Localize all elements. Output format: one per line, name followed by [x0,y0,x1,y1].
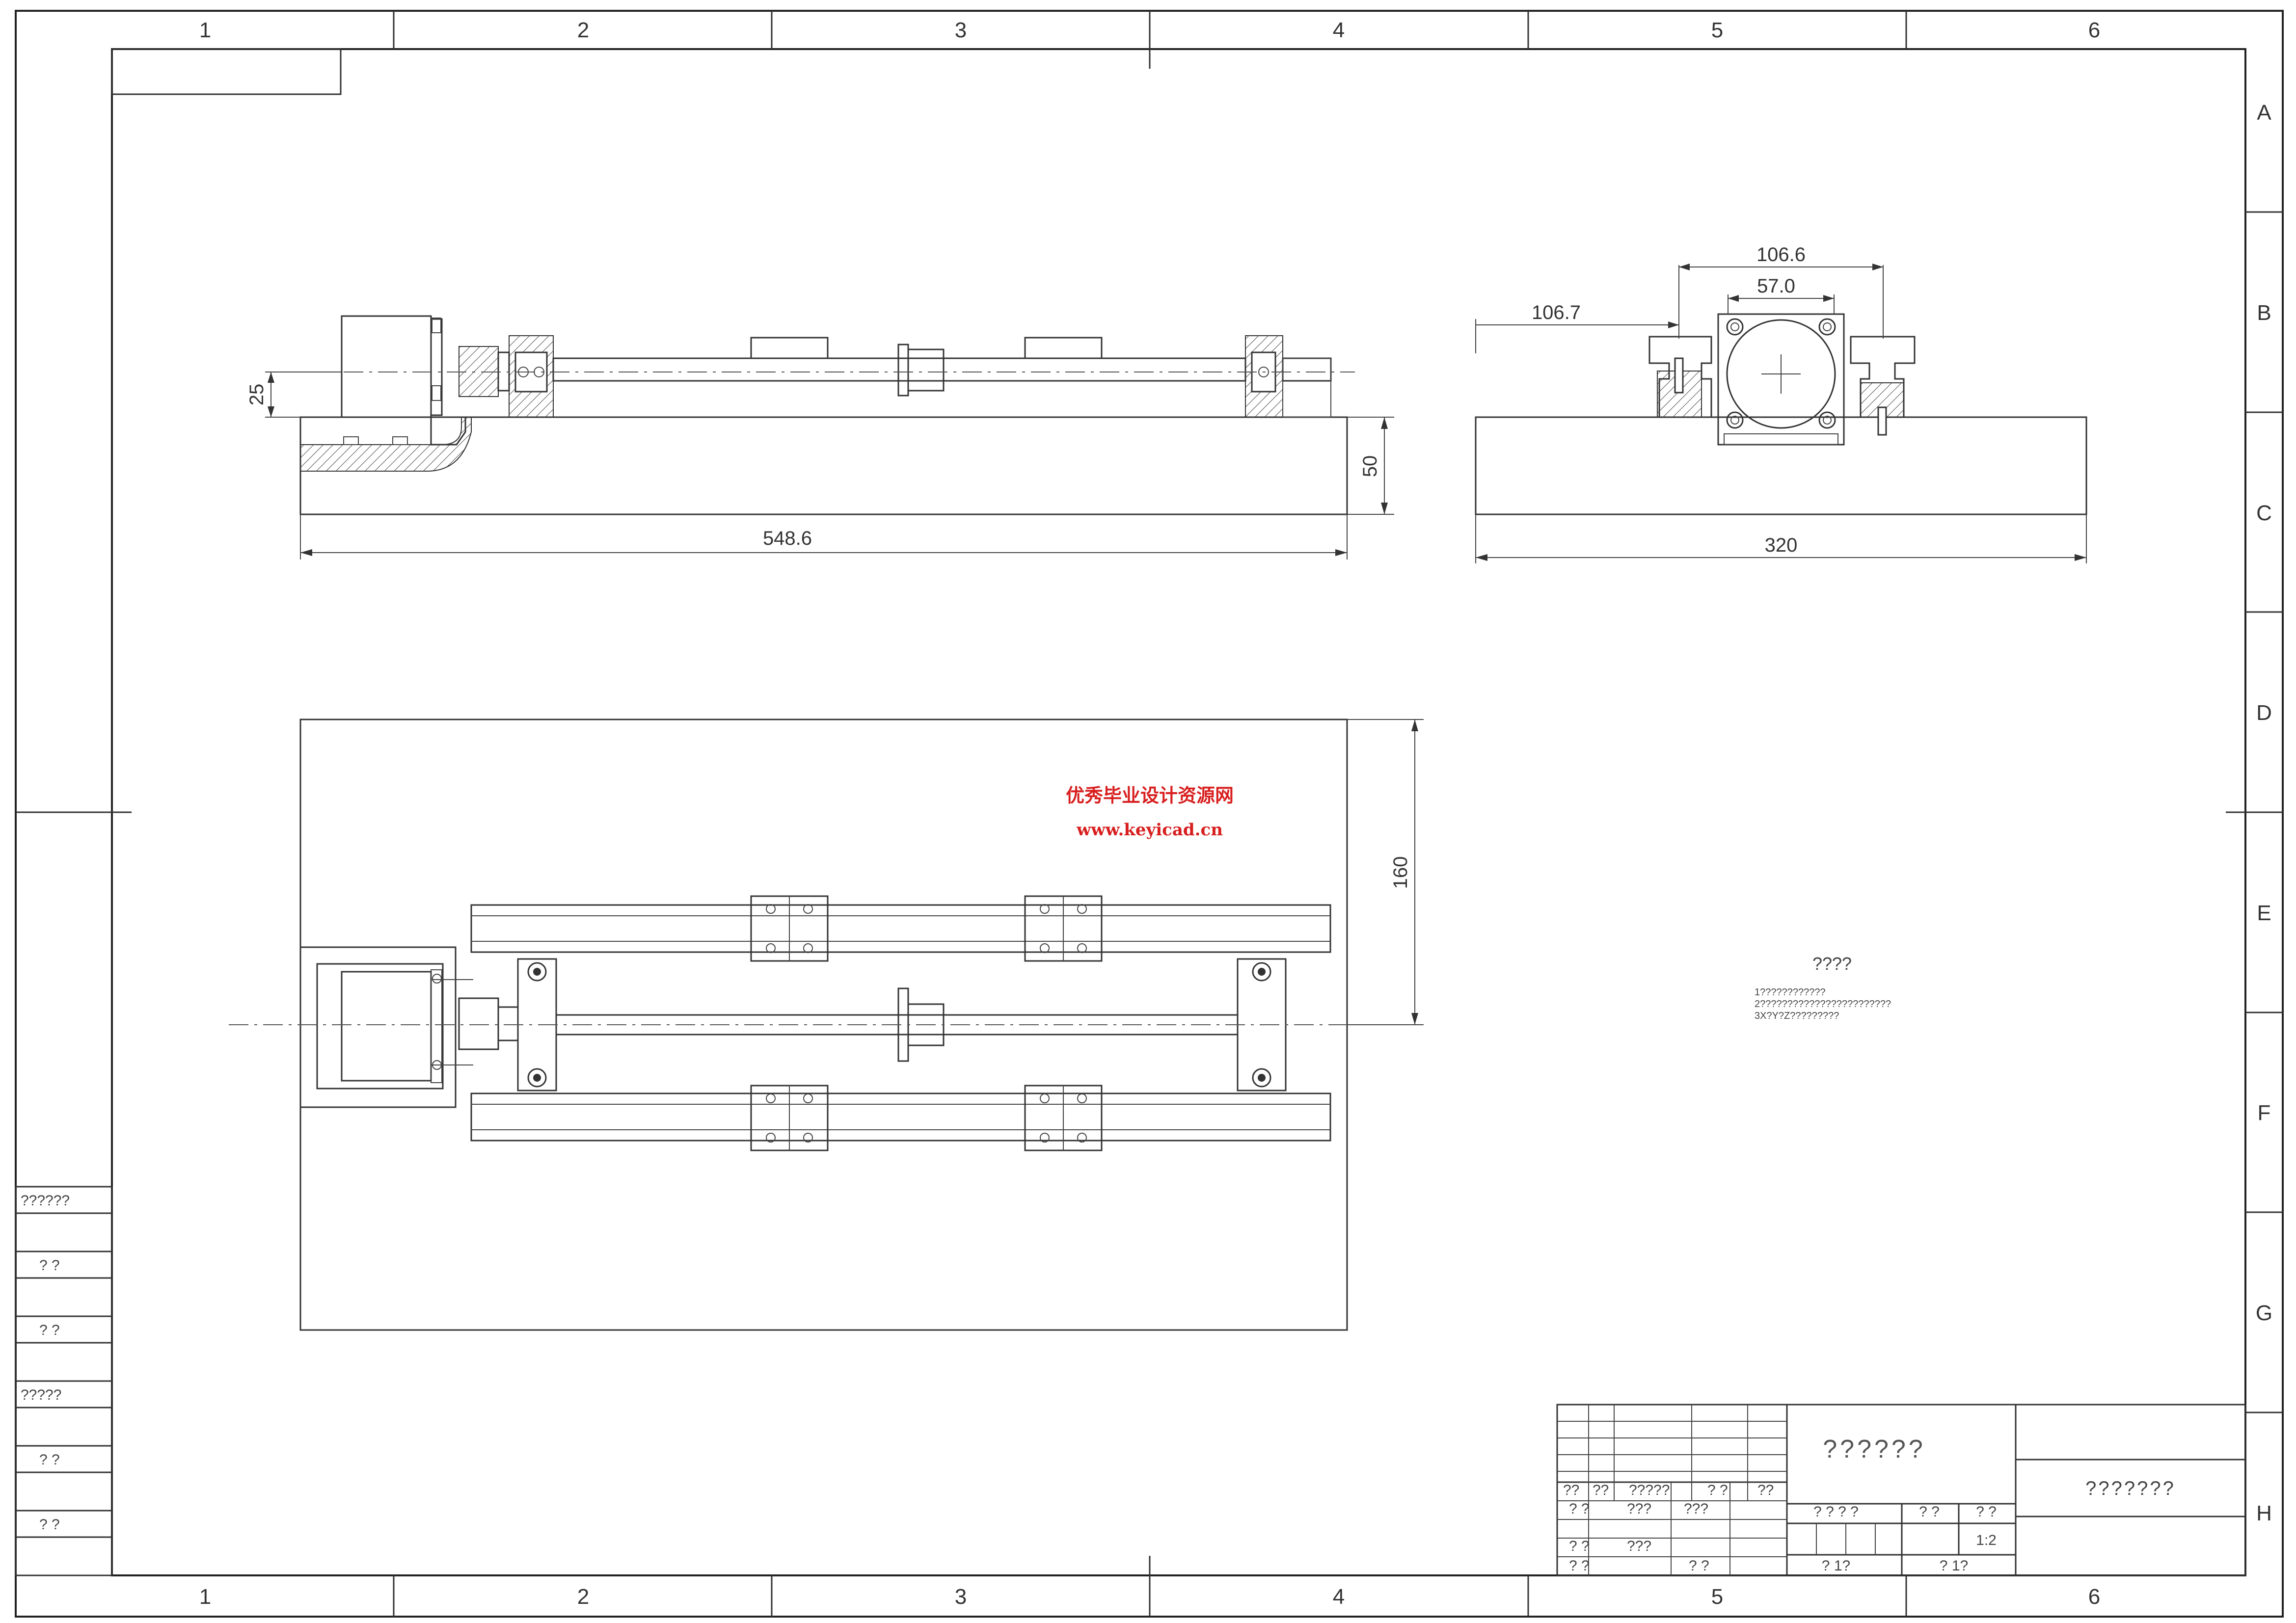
tb-r3-c1: ? ? [1569,1538,1590,1554]
row-label-h: H [2256,1501,2272,1525]
col-label-top-3: 3 [955,18,967,42]
notes-line-3: 3X?Y?Z????????? [1755,1011,1839,1021]
title-block: ?? ?? ????? ? ? ?? ? ? ??? ??? ? ? ??? ?… [1556,1404,2246,1576]
col-label-bottom-6: 6 [2088,1585,2100,1609]
row-label-g: G [2256,1301,2272,1325]
front-view: 548.6 50 25 [246,315,1394,559]
top-view: 160 [229,718,1424,1331]
sheet-count: ? 1? [1822,1558,1850,1574]
tb-r4-c2: ? ? [1689,1558,1709,1574]
left-strip-label-6: ? ? [39,1517,60,1533]
dim-motor-label: 57.0 [1757,275,1795,297]
dim-axis-label: 25 [246,384,268,406]
col-label-bottom-3: 3 [955,1585,967,1609]
side-view: 106.6 57.0 106.7 320 [1475,244,2087,563]
row-label-f: F [2258,1101,2271,1125]
notes-line-2: 2???????????????????????? [1755,999,1891,1010]
dim-rail-span-label: 106.6 [1756,244,1806,266]
left-strip-label-3: ? ? [39,1322,60,1338]
notes-title: ???? [1812,954,1852,974]
drawing-name: ?????? [1823,1435,1926,1463]
row-label-a: A [2257,101,2271,125]
row-label-c: C [2256,501,2272,525]
stage-label: ? ? ? ? [1813,1504,1859,1520]
left-strip-label-1: ?????? [21,1193,70,1209]
dim-depth-label: 160 [1390,856,1411,889]
tb-r2-c1: ? ? [1569,1501,1590,1517]
weight-label: ? ? [1919,1504,1940,1520]
left-strip-label-5: ? ? [39,1452,60,1468]
col-label-bottom-2: 2 [577,1585,589,1609]
dim-length-label: 548.6 [763,528,812,549]
tb-r4-c1: ? ? [1569,1558,1590,1574]
dim-offset-label: 106.7 [1532,302,1581,323]
col-label-top-5: 5 [1711,18,1723,42]
scale-value: 1:2 [1976,1532,1997,1548]
left-strip-label-2: ? ? [39,1257,60,1274]
zone-labels: 1 2 3 4 5 6 1 2 3 4 5 6 A B C D E F G H [199,18,2272,1609]
sheet-number: ? 1? [1940,1558,1968,1574]
tb-r2-c2: ??? [1627,1501,1651,1517]
col-label-top-1: 1 [199,18,211,42]
tb-r1-c3: ????? [1629,1482,1670,1498]
row-label-b: B [2257,301,2271,325]
row-label-d: D [2256,701,2272,725]
tb-r2-c3: ??? [1684,1501,1708,1517]
tb-r1-c2: ?? [1593,1482,1609,1498]
tb-r1-c5: ?? [1757,1482,1774,1498]
watermark: 优秀毕业设计资源网 www.keyicad.cn [1066,784,1234,840]
left-strip-label-4: ????? [21,1387,61,1403]
left-strip-table: ?????? ? ? ? ? ????? ? ? ? ? [15,1186,113,1576]
ratio-label: ? ? [1976,1504,1997,1520]
tb-r1-c4: ? ? [1707,1482,1728,1498]
tb-r3-c2: ??? [1627,1538,1651,1554]
col-label-bottom-5: 5 [1711,1585,1723,1609]
watermark-url: www.keyicad.cn [1076,820,1223,840]
dim-width-label: 320 [1765,534,1798,556]
col-label-bottom-4: 4 [1333,1585,1345,1609]
technical-notes: ???? 1???????????? 2????????????????????… [1755,954,1891,1021]
col-label-top-6: 6 [2088,18,2100,42]
tb-r1-c1: ?? [1563,1482,1579,1498]
col-label-top-4: 4 [1333,18,1345,42]
dim-height-label: 50 [1359,455,1381,478]
watermark-title: 优秀毕业设计资源网 [1066,784,1234,806]
col-label-top-2: 2 [577,18,589,42]
company-name: ??????? [2085,1478,2176,1499]
sheet-border [15,10,2284,1618]
row-label-e: E [2257,901,2271,925]
col-label-bottom-1: 1 [199,1585,211,1609]
notes-line-1: 1???????????? [1755,987,1826,998]
